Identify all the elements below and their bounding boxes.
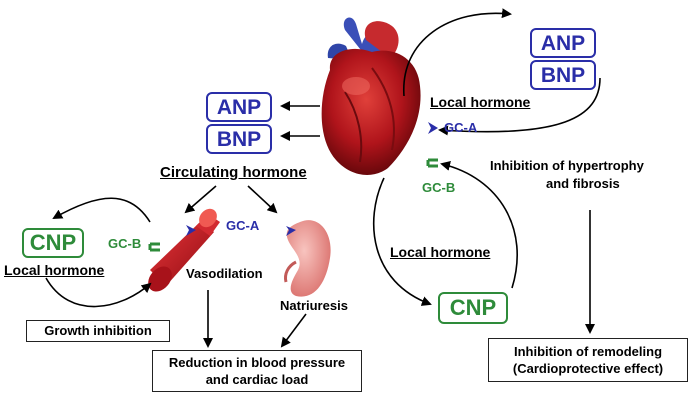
blood-vessel-illustration — [148, 208, 220, 292]
natriuresis-label: Natriuresis — [280, 298, 348, 313]
arrow-heart-to-local-cnp — [372, 177, 432, 306]
arrow-cnp-to-vessel — [45, 277, 152, 308]
bnp-circulating-box: BNP — [206, 124, 272, 154]
arrow-local-bnp-to-heart — [438, 77, 601, 136]
arrow-natriuresis-to-reduction — [280, 313, 307, 348]
arrow-to-vessel — [184, 185, 217, 214]
reduction-blood-pressure-box: Reduction in blood pressure and cardiac … — [152, 350, 362, 392]
anp-local-box: ANP — [530, 28, 596, 58]
remodeling-line2: (Cardioprotective effect) — [512, 361, 664, 376]
kidney-illustration — [284, 220, 331, 297]
heart-illustration — [321, 17, 421, 175]
cnp-local-right-box: CNP — [438, 292, 508, 324]
gc-b-vessel-label: GC-B — [108, 236, 142, 251]
remodeling-box: Inhibition of remodeling (Cardioprotecti… — [488, 338, 688, 382]
local-hormone-right-label: Local hormone — [390, 244, 491, 260]
anp-circulating-box: ANP — [206, 92, 272, 122]
reduction-line2: and cardiac load — [205, 372, 309, 387]
local-hormone-top-label: Local hormone — [430, 94, 531, 110]
inhibition-hypertrophy-line2: and fibrosis — [546, 176, 620, 191]
cnp-local-left-box: CNP — [22, 228, 84, 258]
local-hormone-left-label: Local hormone — [4, 262, 105, 278]
gc-a-heart-label: GC-A — [444, 120, 478, 135]
circulating-hormone-label: Circulating hormone — [160, 164, 307, 181]
gc-a-receptor-vessel-icon — [186, 225, 196, 236]
growth-inhibition-box: Growth inhibition — [26, 320, 170, 342]
gc-b-heart-label: GC-B — [422, 180, 456, 195]
bnp-local-box: BNP — [530, 60, 596, 90]
gc-b-receptor-vessel-icon — [148, 242, 160, 252]
gc-a-receptor-kidney-icon — [286, 226, 296, 236]
reduction-line1: Reduction in blood pressure — [168, 355, 346, 370]
arrow-local-cnp-to-heart — [440, 161, 518, 289]
arrow-vessel-to-cnp — [52, 197, 151, 223]
gc-a-vessel-label: GC-A — [226, 218, 260, 233]
gc-b-receptor-heart-icon — [426, 158, 438, 168]
vasodilation-label: Vasodilation — [186, 266, 263, 281]
gc-a-receptor-heart-icon — [428, 122, 438, 134]
remodeling-line1: Inhibition of remodeling — [513, 344, 663, 359]
inhibition-hypertrophy-line1: Inhibition of hypertrophy — [490, 158, 644, 173]
arrow-to-kidney — [247, 185, 278, 214]
arrow-heart-to-local-anp — [403, 8, 512, 97]
